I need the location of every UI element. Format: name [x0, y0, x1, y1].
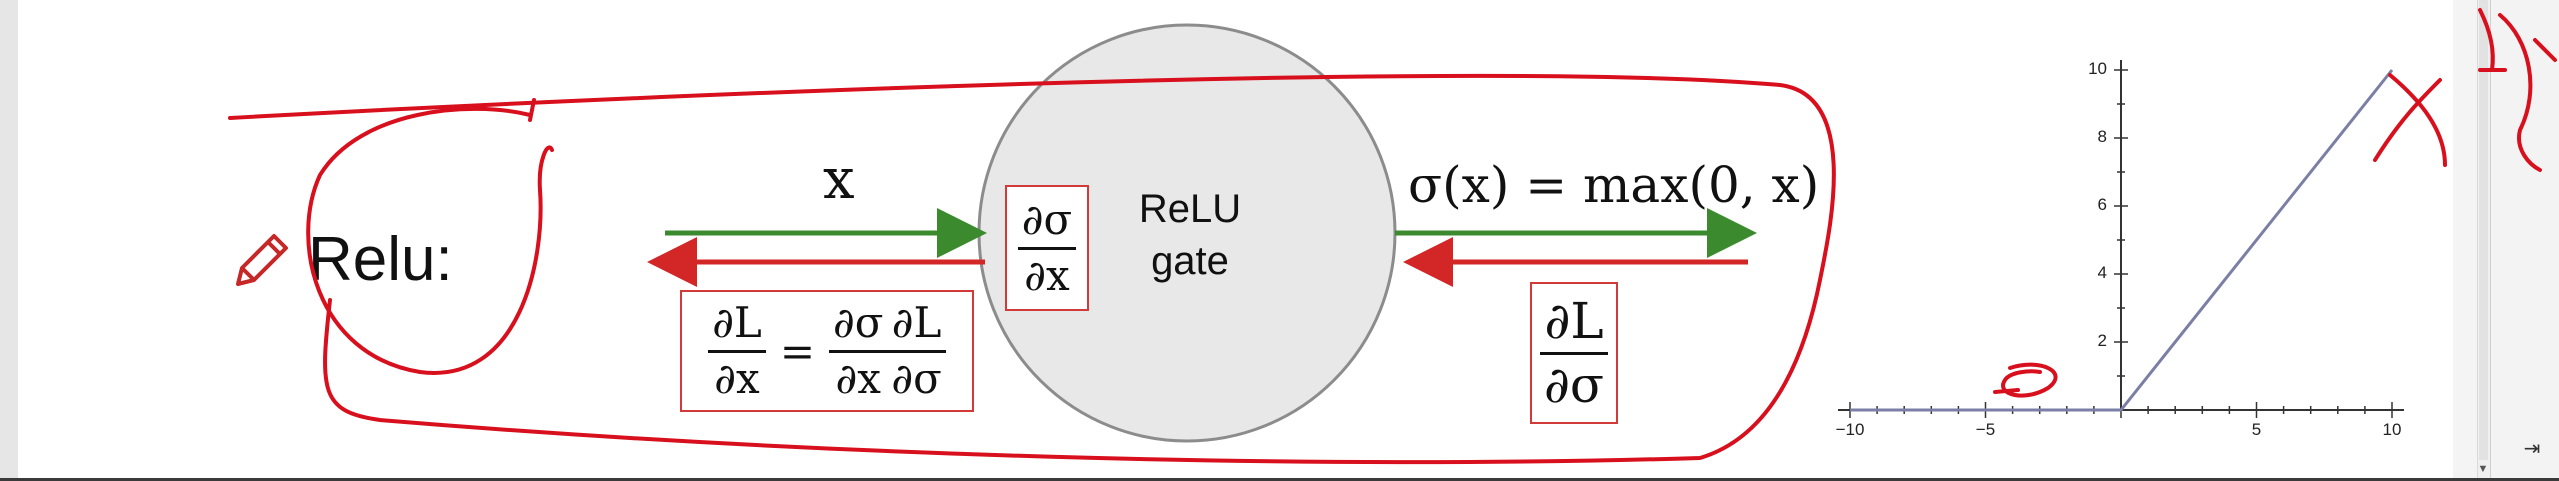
fraction-numerator: ∂L	[1544, 292, 1604, 350]
fraction-denominator: ∂x	[1024, 250, 1070, 300]
pencil-icon[interactable]	[228, 226, 296, 294]
gate-label: ReLU gate	[1120, 183, 1260, 287]
x-tick-label: 5	[2251, 420, 2262, 439]
fraction-numerator: ∂L	[712, 298, 762, 348]
right-margin	[2453, 0, 2477, 478]
chain-rhs1-fraction: ∂σ ∂x	[829, 298, 888, 403]
fraction-bar	[1017, 246, 1077, 250]
side-panel	[2490, 0, 2559, 478]
output-formula: σ(x) = max(0, x)	[1408, 156, 1820, 214]
fraction-denominator: ∂x	[835, 353, 881, 403]
y-tick-label: 4	[2097, 263, 2107, 282]
chain-rhs2-fraction: ∂L ∂σ	[887, 298, 946, 403]
x-tick-label: −10	[1835, 420, 1865, 439]
x-tick-label: 10	[2382, 420, 2402, 439]
y-tick-label: 10	[2088, 59, 2107, 78]
gate-label-line1: ReLU	[1138, 187, 1242, 231]
fraction-denominator: ∂σ	[1544, 355, 1604, 414]
bottom-border	[0, 478, 2559, 481]
chain-lhs-fraction: ∂L ∂x	[708, 301, 766, 400]
gate-label-line2: gate	[1151, 239, 1229, 283]
fraction-numerator: ∂σ	[1021, 195, 1073, 245]
input-label: x	[823, 147, 855, 212]
local-gradient-fraction: ∂σ ∂x	[1017, 195, 1077, 300]
fraction-denominator: ∂x	[714, 353, 760, 403]
scrollbar-thumb[interactable]	[2479, 0, 2488, 460]
upstream-gradient-fraction: ∂L ∂σ	[1540, 295, 1608, 411]
fraction-numerator: ∂σ	[833, 298, 884, 348]
fraction-bar	[829, 349, 888, 353]
chevron-down-icon[interactable]: ▼	[2477, 463, 2489, 475]
slide-title: Relu:	[308, 225, 453, 294]
collapse-panel-icon[interactable]: ⇥	[2523, 436, 2541, 460]
fraction-bar	[708, 349, 766, 353]
x-tick-label: −5	[1975, 420, 1996, 439]
upstream-gradient-box: ∂L ∂σ	[1530, 282, 1618, 424]
equals-sign: =	[779, 326, 816, 376]
y-tick-label: 2	[2097, 331, 2107, 350]
y-tick-label: 8	[2097, 127, 2107, 146]
y-tick-label: 6	[2097, 195, 2107, 214]
fraction-numerator: ∂L	[891, 298, 942, 348]
chain-rule-box: ∂L ∂x = ∂σ ∂x ∂L ∂σ	[680, 290, 974, 412]
fraction-bar	[887, 349, 946, 353]
fraction-denominator: ∂σ	[891, 353, 942, 403]
local-gradient-box: ∂σ ∂x	[1005, 185, 1089, 311]
fraction-bar	[1540, 351, 1608, 355]
left-margin-strip	[0, 0, 18, 478]
